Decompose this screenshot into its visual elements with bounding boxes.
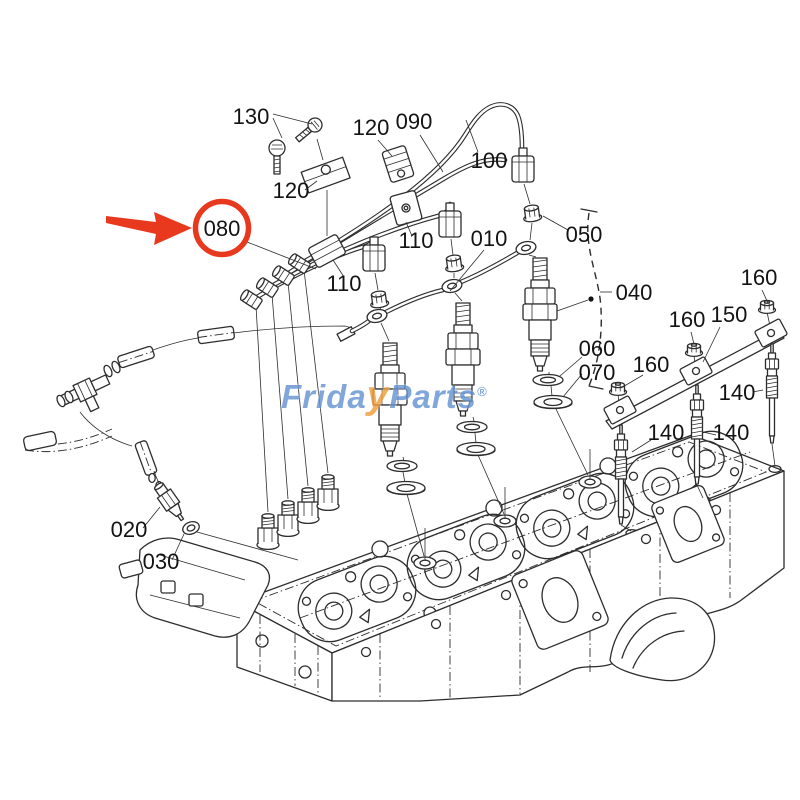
leader-dot [588,296,594,302]
part-label-010: 010 [471,226,508,251]
watermark-accent-letter: y [366,374,390,417]
part-number-labels: 130 120 090 100 120 080 110 010 050 110 … [111,104,778,574]
part-label-130: 130 [233,104,270,129]
part-label-140-right: 140 [719,380,756,405]
leakoff-pipe-010-part [336,239,538,342]
bus-bar-150-part [603,318,788,430]
part-label-060: 060 [579,336,616,361]
injection-pump-manifold [118,474,340,638]
part-label-080: 080 [204,216,241,241]
part-label-120-top: 120 [353,115,390,140]
part-label-020: 020 [111,517,148,542]
fuel-return-line [22,325,353,561]
bolt-130-part [268,139,286,175]
port-flange [511,550,609,650]
part-label-090: 090 [396,109,433,134]
clamp-110-right-part [389,190,423,226]
cylinder-head [118,421,785,702]
injector-seat-cups [413,449,602,570]
port-flange [651,485,725,563]
watermark-registered-mark: ® [476,384,488,399]
glow-plug-group [603,299,788,525]
part-label-150: 150 [711,302,748,327]
part-label-100: 100 [471,148,508,173]
washer-030-part [182,521,200,535]
watermark-text-right: Parts [389,378,477,415]
joint-020-part [153,482,185,522]
part-label-120-left: 120 [273,178,310,203]
watermark: FridayParts® [281,374,488,418]
highlight-annotation [106,198,252,258]
leader-lines [142,113,769,561]
tee-joint [60,374,111,413]
highlight-circle [192,198,252,258]
highlight-arrow [106,212,192,245]
part-label-070: 070 [579,360,616,385]
part-label-160-mid: 160 [669,307,706,332]
injector-group [336,203,573,496]
watermark-text-left: Frida [281,378,367,415]
pipe-clamp-110-left-part [308,234,346,268]
injection-pipe-group [238,102,535,311]
part-label-160-left: 160 [633,352,670,377]
part-label-050: 050 [566,222,603,247]
part-label-110-left: 110 [326,271,361,296]
clamp-120-top-part [381,145,415,183]
part-label-140-mid: 140 [713,420,750,445]
part-label-160-right: 160 [741,265,778,290]
part-label-110-right: 110 [398,228,433,253]
part-label-140-left: 140 [648,420,685,445]
part-label-030: 030 [143,549,180,574]
part-label-040: 040 [616,280,653,305]
bolt-130-part [294,117,323,143]
